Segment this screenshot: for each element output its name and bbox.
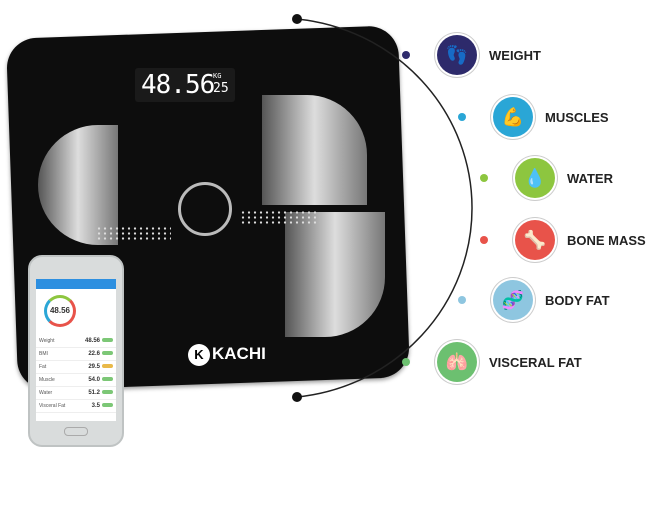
- status-badge: [102, 351, 113, 355]
- dna-icon: 🧬: [493, 280, 533, 320]
- lungs-icon: 🫁: [437, 342, 477, 382]
- status-badge: [102, 403, 113, 407]
- dot-pattern-left: [96, 226, 171, 240]
- bone-icon: 🦴: [515, 220, 555, 260]
- status-badge: [102, 377, 113, 381]
- status-badge: [102, 390, 113, 394]
- footprints-icon: 👣: [437, 35, 477, 75]
- metric-weight: 👣 WEIGHT: [437, 35, 541, 75]
- unit-label: KG: [213, 72, 222, 80]
- weight-gauge: 48.56: [44, 295, 76, 327]
- metric-visceral-fat: 🫁 VISCERAL FAT: [437, 342, 582, 382]
- scale-display: 48.56 KG 25: [135, 68, 235, 102]
- metric-water: 💧 WATER: [515, 158, 613, 198]
- electrode-pad-right: [262, 95, 367, 205]
- dot-pattern-right: [240, 210, 320, 224]
- center-ring: [178, 182, 232, 236]
- connector-dot: [480, 236, 488, 244]
- electrode-pad-right-bottom: [285, 212, 385, 337]
- status-badge: [102, 338, 113, 342]
- home-button: [64, 427, 88, 436]
- metric-muscles: 💪 MUSCLES: [493, 97, 609, 137]
- metric-bone-mass: 🦴 BONE MASS: [515, 220, 646, 260]
- connector-dot: [402, 51, 410, 59]
- connector-dot: [458, 296, 466, 304]
- connector-dot: [402, 358, 410, 366]
- metric-body-fat: 🧬 BODY FAT: [493, 280, 610, 320]
- status-badge: [102, 364, 113, 368]
- weight-readout: 48.56: [141, 70, 215, 100]
- secondary-readout: 25: [213, 81, 229, 96]
- water-drop-icon: 💧: [515, 158, 555, 198]
- connector-dot: [458, 113, 466, 121]
- app-header: [36, 279, 116, 289]
- connector-dot: [480, 174, 488, 182]
- flexed-arm-icon: 💪: [493, 97, 533, 137]
